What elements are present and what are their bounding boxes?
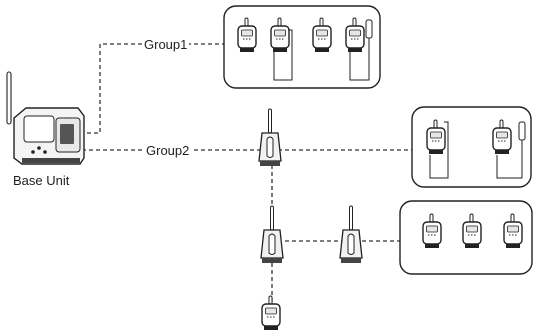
- repeater-icon: [339, 205, 363, 264]
- group1-label: Group1: [142, 37, 190, 52]
- group1-link: [80, 43, 224, 134]
- group1-logger-probe-2: [345, 17, 373, 81]
- group2-logger-probe-1: [426, 119, 449, 179]
- bottom-logger: [261, 295, 281, 331]
- repeater-icon: [258, 108, 282, 167]
- repeater-icon: [260, 205, 284, 264]
- group2-label: Group2: [144, 143, 192, 158]
- group1-logger-probe-1: [270, 17, 293, 81]
- base-unit-icon: [6, 71, 85, 165]
- group1-box: [223, 5, 381, 89]
- group2-logger-probe-2: [492, 119, 526, 179]
- base-unit-label: Base Unit: [13, 173, 70, 188]
